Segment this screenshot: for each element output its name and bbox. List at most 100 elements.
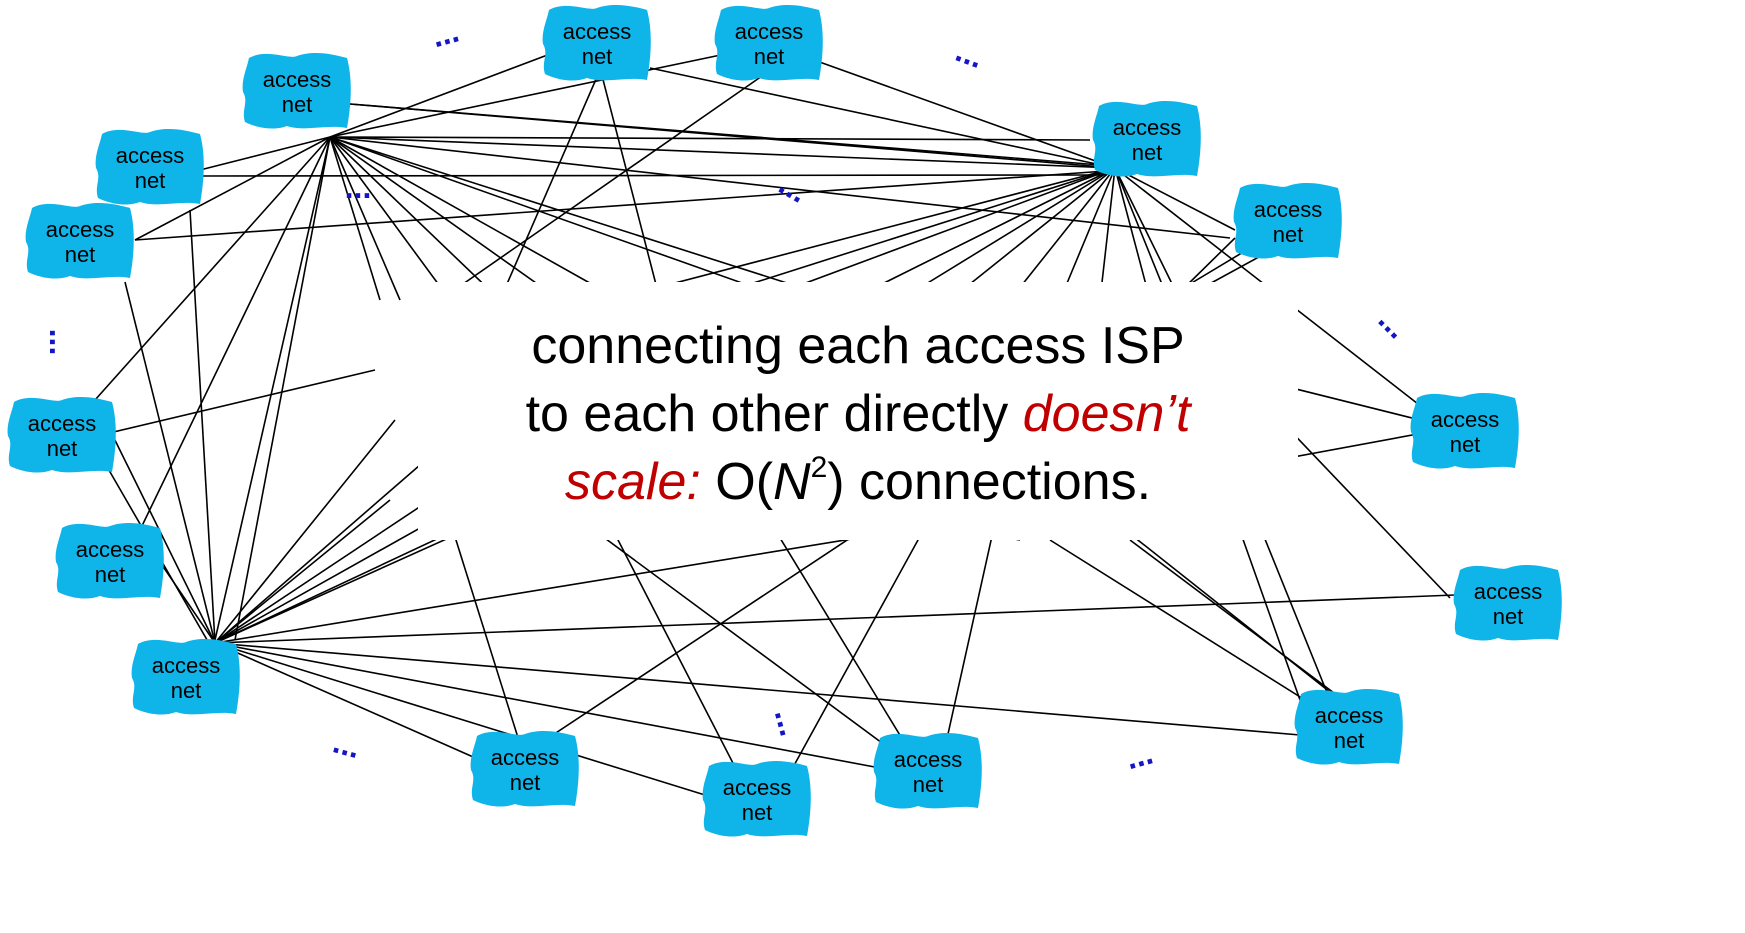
link-line	[124, 281, 216, 644]
cloud-icon	[1233, 182, 1342, 259]
link-line	[134, 136, 331, 241]
link-line	[329, 136, 501, 301]
link-line	[599, 67, 661, 301]
complexity-exponent: 2	[810, 451, 828, 484]
link-line	[79, 369, 376, 441]
cloud-icon	[470, 730, 579, 807]
caption-emphasis-scale: scale:	[564, 453, 701, 511]
ellipsis-markers: ...........................	[43, 13, 1416, 777]
link-line	[329, 51, 736, 138]
cloud-icon	[25, 202, 134, 279]
link-line	[1009, 167, 1116, 301]
net-label-line-1: access	[46, 217, 114, 242]
net-label-line-2: net	[913, 772, 944, 797]
link-line	[799, 54, 1116, 169]
link-line	[599, 504, 753, 801]
link-line	[109, 429, 216, 644]
access-nets: accessnetaccessnetaccessnetaccessnetacce…	[7, 4, 1562, 837]
link-line	[214, 464, 421, 644]
complexity-var: N	[773, 453, 811, 511]
net-label-line-1: access	[116, 143, 184, 168]
complexity-suffix: ) connections.	[827, 453, 1152, 511]
link-line	[849, 167, 1116, 301]
link-line	[774, 499, 941, 801]
link-line	[199, 136, 331, 171]
caption-backdrop	[418, 282, 1298, 540]
net-label-line-2: net	[282, 92, 313, 117]
link-line	[1114, 167, 1236, 231]
cloud-icon	[1294, 688, 1403, 765]
net-label-line-2: net	[1132, 140, 1163, 165]
net-label-line-1: access	[894, 747, 962, 772]
net-label-line-1: access	[735, 19, 803, 44]
net-label-line-1: access	[1431, 407, 1499, 432]
link-line	[234, 136, 331, 641]
caption-text: connecting each access ISP to each other…	[408, 312, 1308, 516]
cloud-icon	[1092, 100, 1201, 177]
cloud-icon	[1453, 564, 1562, 641]
link-line	[329, 136, 401, 301]
net-label-line-1: access	[563, 19, 631, 44]
cloud-icon	[702, 760, 811, 837]
cloud-icon	[95, 128, 204, 205]
link-line	[189, 209, 216, 644]
link-line	[899, 167, 1116, 301]
net-label-line-1: access	[491, 745, 559, 770]
link-line	[199, 174, 1101, 177]
caption-line-2: to each other directly doesn’t	[408, 380, 1308, 448]
link-line	[649, 67, 1116, 169]
net-label-line-2: net	[1493, 604, 1524, 629]
link-line	[1129, 539, 1351, 706]
caption-line-1: connecting each access ISP	[531, 317, 1185, 375]
link-line	[94, 136, 331, 401]
cloud-icon	[7, 396, 116, 473]
link-line	[329, 136, 621, 301]
link-line	[329, 136, 451, 301]
link-line	[214, 499, 431, 644]
link-line	[759, 504, 916, 761]
cloud-icon	[714, 4, 823, 81]
link-line	[134, 169, 1121, 241]
link-line	[1099, 509, 1341, 701]
ellipsis-marker: ...	[428, 13, 463, 55]
ellipsis-marker: ...	[345, 169, 372, 205]
link-line	[329, 136, 841, 301]
cloud-icon	[131, 638, 240, 715]
net-label-line-1: access	[1474, 579, 1542, 604]
link-line	[514, 504, 901, 761]
net-label-line-2: net	[582, 44, 613, 69]
link-line	[329, 136, 1091, 141]
cloud-icon	[1410, 392, 1519, 469]
link-line	[329, 47, 567, 138]
cloud-icon	[873, 732, 982, 809]
net-label-line-1: access	[152, 653, 220, 678]
net-label-line-2: net	[47, 436, 78, 461]
net-label-line-2: net	[171, 678, 202, 703]
link-line	[214, 499, 391, 644]
link-line	[1059, 167, 1116, 301]
link-line	[444, 504, 526, 761]
link-line	[214, 594, 1456, 644]
link-line	[329, 136, 381, 301]
link-line	[329, 136, 1116, 169]
ellipsis-marker: ...	[768, 705, 810, 740]
link-line	[214, 642, 481, 761]
link-line	[939, 499, 1001, 771]
link-line	[214, 136, 331, 641]
ellipsis-marker: ...	[1122, 735, 1157, 777]
